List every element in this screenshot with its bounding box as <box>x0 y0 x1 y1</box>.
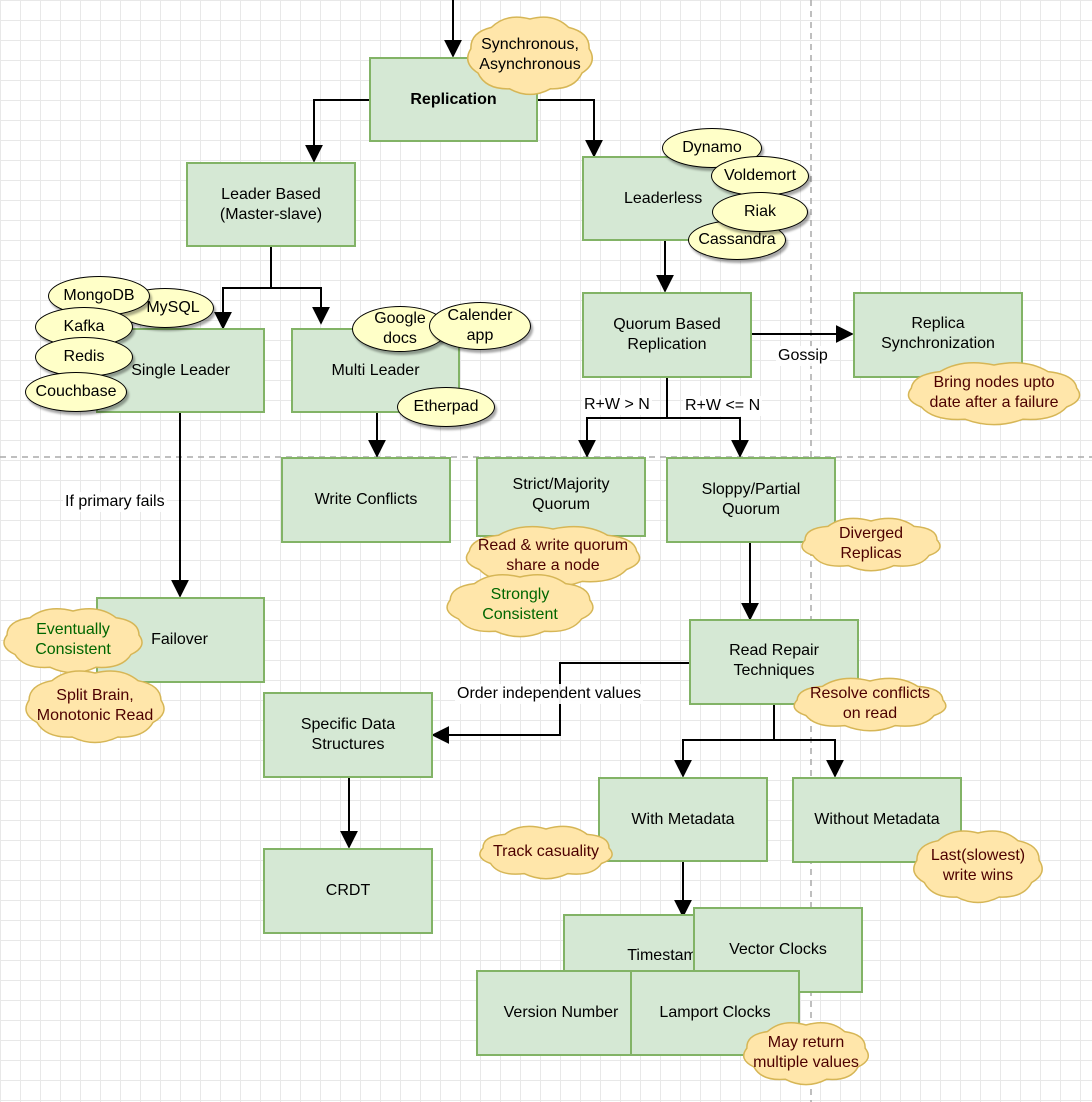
cloud-shape <box>25 670 165 744</box>
cloud-shape <box>742 1021 870 1086</box>
cloud-shape <box>801 517 941 572</box>
cloud-shape <box>466 16 594 96</box>
node-sloppy-quorum[interactable]: Sloppy/Partial Quorum <box>666 457 836 543</box>
cloud-diverged-replicas-text: Diverged Replicas <box>838 525 904 562</box>
cloud-outline <box>446 573 594 638</box>
edge-replication-to-leaderless <box>537 99 603 158</box>
cloud-may-return: May return multiple values <box>740 1020 872 1086</box>
cloud-shape <box>793 677 947 732</box>
cloud-shape <box>907 361 1081 426</box>
node-write-conflicts[interactable]: Write Conflicts <box>281 457 451 543</box>
cloud-resolve-conflicts-text: Resolve conflicts on read <box>809 685 931 722</box>
ellipse-redis: Redis <box>35 337 133 377</box>
node-replica-sync[interactable]: Replica Synchronization <box>853 292 1023 378</box>
cloud-outline <box>801 517 941 572</box>
cloud-may-return-text: May return multiple values <box>753 1034 859 1071</box>
cloud-shape <box>479 825 613 880</box>
ellipse-voldemort: Voldemort <box>711 156 809 196</box>
cloud-outline <box>466 16 594 96</box>
label-rw-gt-n: R+W > N <box>582 395 652 415</box>
cloud-resolve-conflicts: Resolve conflicts on read <box>790 676 950 732</box>
ellipse-riak: Riak <box>712 192 808 232</box>
edge-leader-based-to-multi-leader <box>271 287 330 325</box>
node-lamport-clocks[interactable]: Lamport Clocks <box>630 970 800 1056</box>
cloud-strongly-consistent-text: Strongly Consistent <box>482 586 558 623</box>
label-if-primary-fails: If primary fails <box>63 492 167 512</box>
cloud-eventually-consistent: Eventually Consistent <box>0 606 146 674</box>
cloud-shape <box>446 573 594 638</box>
cloud-sync-async-text: Synchronous, Asynchronous <box>479 36 581 73</box>
label-order-independent: Order independent values <box>455 684 644 704</box>
ellipse-etherpad: Etherpad <box>397 387 495 427</box>
cloud-bring-nodes: Bring nodes upto date after a failure <box>904 360 1084 426</box>
edge-quorum-to-sloppy <box>667 417 749 458</box>
node-single-leader[interactable]: Single Leader <box>96 328 265 413</box>
cloud-outline <box>25 670 165 744</box>
ellipse-couchbase: Couchbase <box>25 372 127 412</box>
node-specific-ds[interactable]: Specific Data Structures <box>263 692 433 778</box>
edge-quorum-to-strict <box>578 377 668 458</box>
cloud-outline <box>907 361 1081 426</box>
node-leader-based[interactable]: Leader Based (Master-slave) <box>186 162 356 247</box>
node-crdt[interactable]: CRDT <box>263 848 433 934</box>
cloud-outline <box>793 677 947 732</box>
node-strict-quorum[interactable]: Strict/Majority Quorum <box>476 457 646 537</box>
ellipse-calender-app: Calender app <box>429 302 531 350</box>
edge-read-repair-to-with-metadata <box>674 704 775 778</box>
cloud-outline <box>742 1021 870 1086</box>
label-rw-le-n: R+W <= N <box>683 396 763 416</box>
cloud-track-casuality: Track casuality <box>476 824 616 880</box>
cloud-read-write-share: Read & write quorum share a node <box>462 524 644 588</box>
label-gossip: Gossip <box>776 346 830 366</box>
cloud-eventually-consistent-text: Eventually Consistent <box>35 621 111 658</box>
cloud-diverged-replicas: Diverged Replicas <box>798 516 944 572</box>
edge-leader-based-to-single-leader <box>214 246 272 330</box>
cloud-track-casuality-text: Track casuality <box>492 843 600 860</box>
node-version-number[interactable]: Version Number <box>476 970 646 1056</box>
cloud-strongly-consistent: Strongly Consistent <box>443 572 597 638</box>
cloud-last-write-wins-text: Last(slowest) write wins <box>930 847 1026 884</box>
edge-replication-to-leader-based <box>305 99 370 163</box>
cloud-sync-async: Synchronous, Asynchronous <box>464 14 596 96</box>
cloud-split-brain-text: Split Brain, Monotonic Read <box>36 687 154 724</box>
cloud-outline <box>479 825 613 880</box>
edge-read-repair-to-without-metadata <box>774 739 844 778</box>
cloud-shape <box>913 830 1043 904</box>
ellipse-dynamo: Dynamo <box>662 128 762 168</box>
cloud-read-write-share-text: Read & write quorum share a node <box>477 537 629 574</box>
cloud-bring-nodes-text: Bring nodes upto date after a failure <box>929 374 1059 411</box>
node-with-metadata[interactable]: With Metadata <box>598 777 768 862</box>
cloud-outline <box>913 830 1043 904</box>
cloud-split-brain: Split Brain, Monotonic Read <box>22 668 168 744</box>
node-quorum-based[interactable]: Quorum Based Replication <box>582 292 752 378</box>
cloud-last-write-wins: Last(slowest) write wins <box>910 828 1046 904</box>
